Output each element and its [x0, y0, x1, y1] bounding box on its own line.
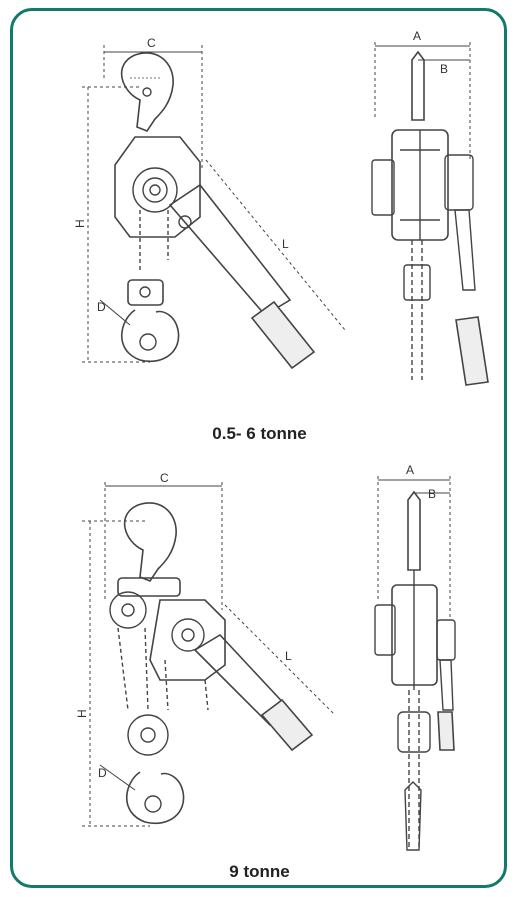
label-a-2: A [406, 463, 414, 477]
label-l-2: L [285, 649, 292, 663]
diagram-1-side-view: A B [371, 29, 489, 386]
dim-h-1: H [73, 86, 150, 363]
label-h-1: H [73, 219, 87, 228]
caption-0-5-6-tonne: 0.5- 6 tonne [212, 424, 307, 443]
label-b-2: B [428, 487, 436, 501]
label-d-1: D [97, 300, 106, 314]
caption-9-tonne: 9 tonne [229, 862, 290, 881]
label-c-2: C [160, 471, 169, 485]
label-c-1: C [147, 36, 156, 50]
label-a-1: A [413, 29, 421, 43]
dim-a-2: A [377, 463, 451, 620]
label-b-1: B [440, 62, 448, 76]
dim-c-1: C [103, 36, 203, 170]
dim-c-2: C [104, 471, 223, 610]
diagram-1-front-view: C H L [73, 36, 346, 370]
dim-l-1: L [205, 159, 346, 331]
dim-b-1: B [418, 59, 470, 76]
dim-b-2: B [415, 487, 450, 501]
dim-a-1: A [374, 29, 471, 160]
label-d-2: D [98, 766, 107, 780]
label-h-2: H [75, 709, 89, 718]
content-frame [10, 8, 507, 888]
dim-l-2: L [224, 604, 336, 716]
dim-d-2: D [98, 764, 136, 791]
dim-h-2: H [75, 520, 150, 827]
diagram-2-front-view: C H L [75, 471, 336, 827]
diagram-2-side-view: A B [374, 463, 456, 851]
label-l-1: L [282, 237, 289, 251]
dim-d-1: D [97, 299, 131, 326]
